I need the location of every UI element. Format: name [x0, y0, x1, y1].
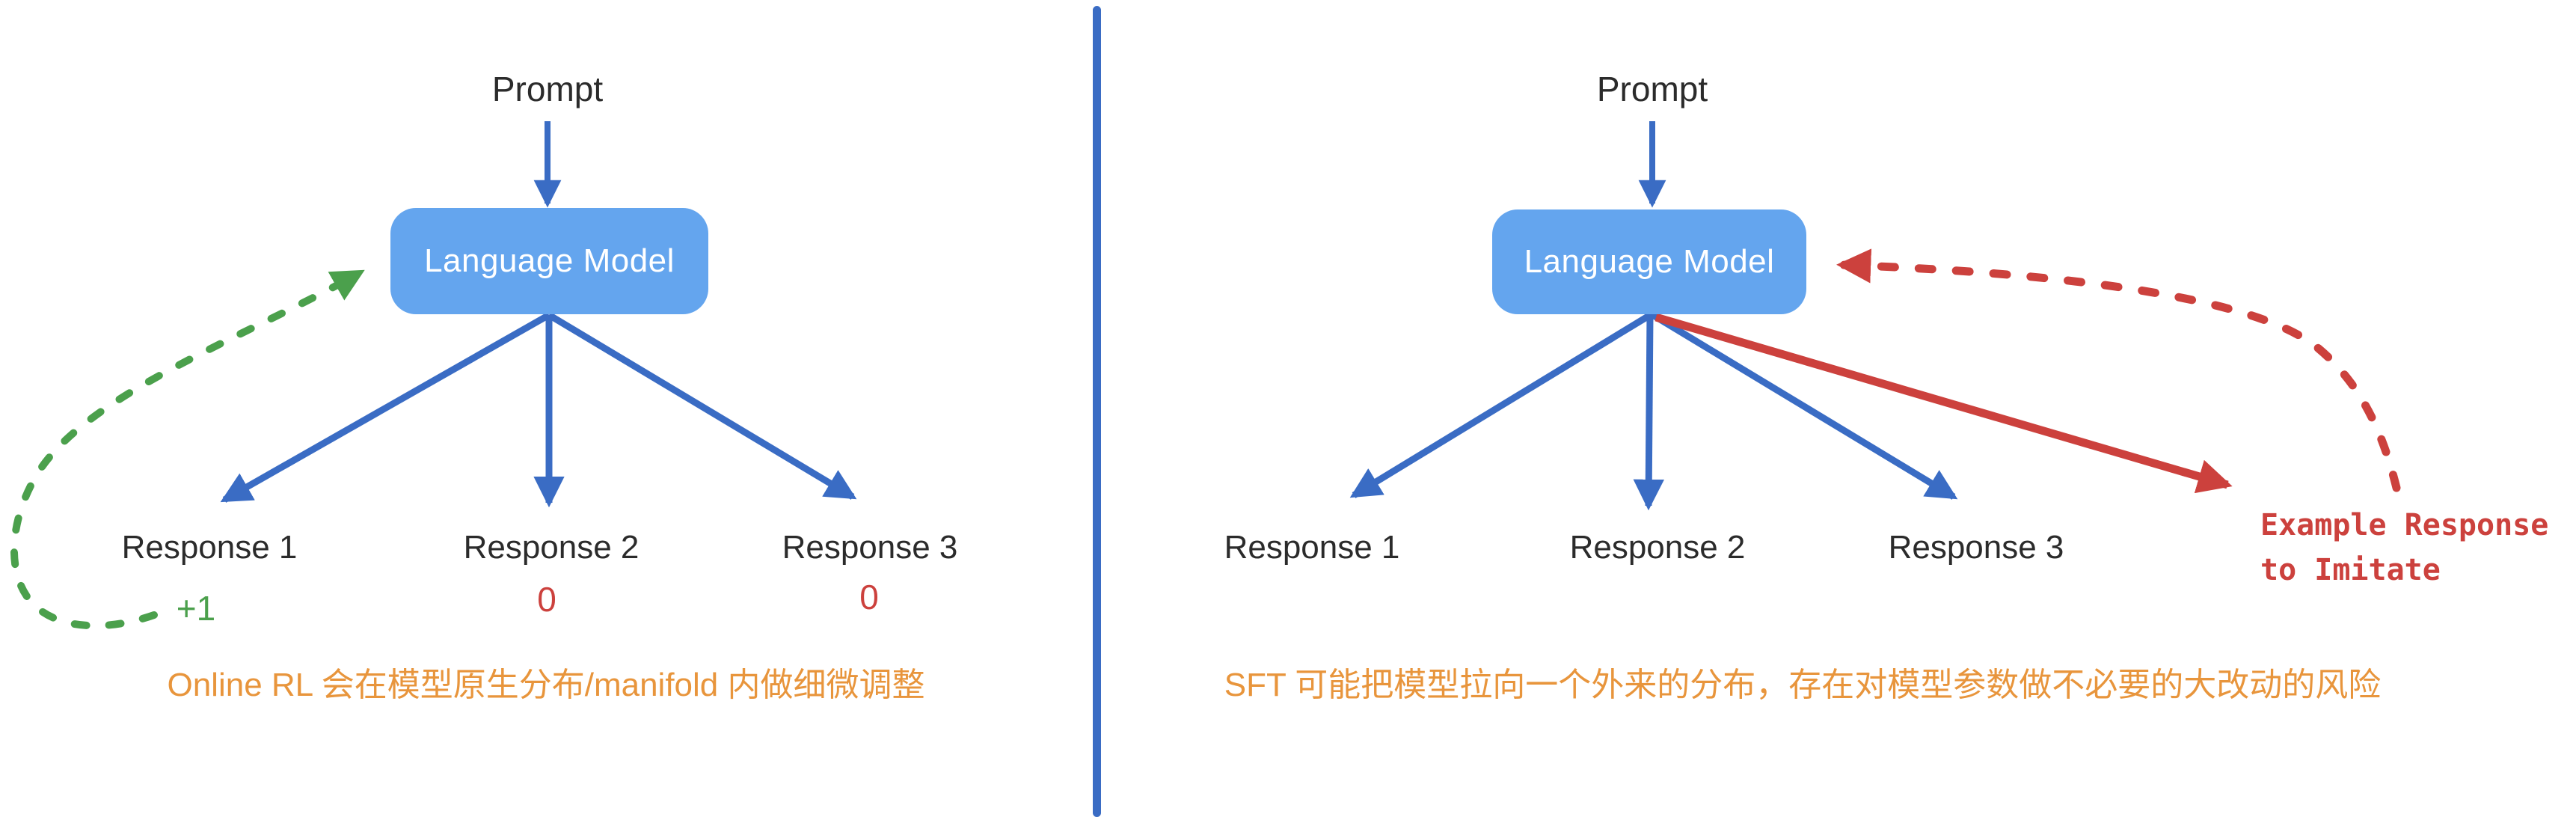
- reward-response-2: 0: [537, 580, 556, 619]
- reward-feedback-arrow: [10, 269, 365, 630]
- example-response-line2: to Imitate: [2260, 553, 2441, 587]
- left-response1-arrow: [220, 312, 551, 503]
- right-response-3-label: Response 3: [1888, 529, 2064, 566]
- left-response-1-label: Response 1: [121, 529, 298, 566]
- right-response1-arrow: [1349, 311, 1654, 498]
- online-rl-caption: Online RL 会在模型原生分布/manifold 内做细微调整: [167, 667, 925, 703]
- example-response-to-imitate-label: Example Response to Imitate: [2260, 503, 2548, 593]
- example-response-line1: Example Response: [2260, 508, 2549, 542]
- left-response-2-label: Response 2: [463, 529, 640, 566]
- left-response-3-label: Response 3: [782, 529, 958, 566]
- right-response-2-label: Response 2: [1569, 529, 1746, 566]
- right-response3-arrow: [1649, 311, 1958, 500]
- right-response-1-label: Response 1: [1224, 529, 1400, 566]
- right-language-model-label: Language Model: [1524, 243, 1775, 280]
- left-language-model-label: Language Model: [424, 242, 675, 279]
- right-language-model-box: Language Model: [1492, 209, 1806, 314]
- reward-response-1: +1: [176, 589, 216, 628]
- example-response-arrow: [1655, 313, 2233, 494]
- right-prompt-label: Prompt: [1596, 70, 1708, 108]
- panel-divider: [1093, 6, 1101, 817]
- left-prompt-label: Prompt: [491, 70, 604, 108]
- left-language-model-box: Language Model: [390, 208, 708, 314]
- left-response3-arrow: [547, 312, 857, 500]
- right-response2-arrow: [1633, 313, 1664, 511]
- reward-response-3: 0: [859, 578, 879, 617]
- sft-caption: SFT 可能把模型拉向一个外来的分布，存在对模型参数做不必要的大改动的风险: [1224, 667, 2382, 703]
